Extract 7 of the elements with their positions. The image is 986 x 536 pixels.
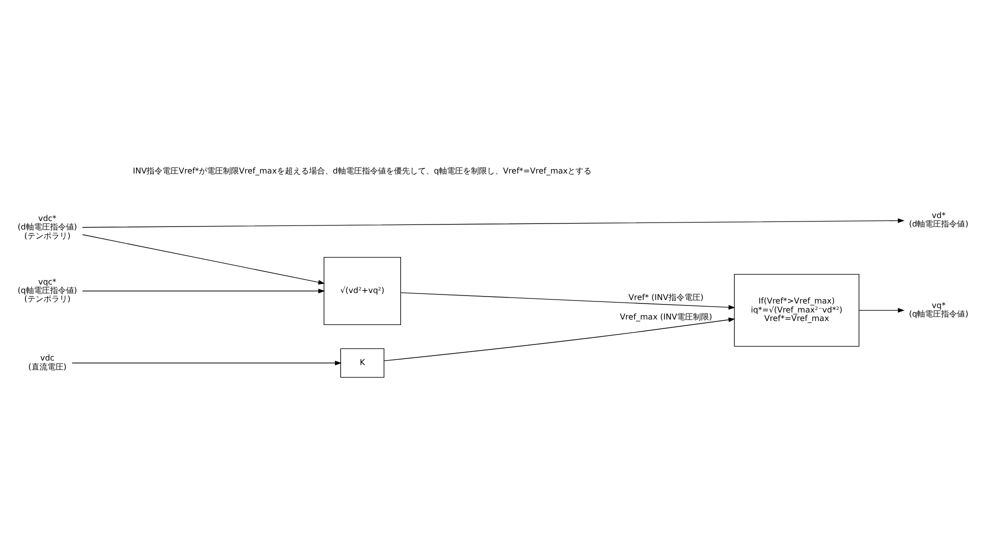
arrow	[858, 308, 905, 312]
arrow	[82, 218, 905, 228]
arrow	[82, 288, 325, 293]
arrow	[72, 360, 342, 365]
arrow	[384, 316, 736, 361]
arrow	[400, 292, 736, 310]
arrow	[82, 234, 325, 284]
